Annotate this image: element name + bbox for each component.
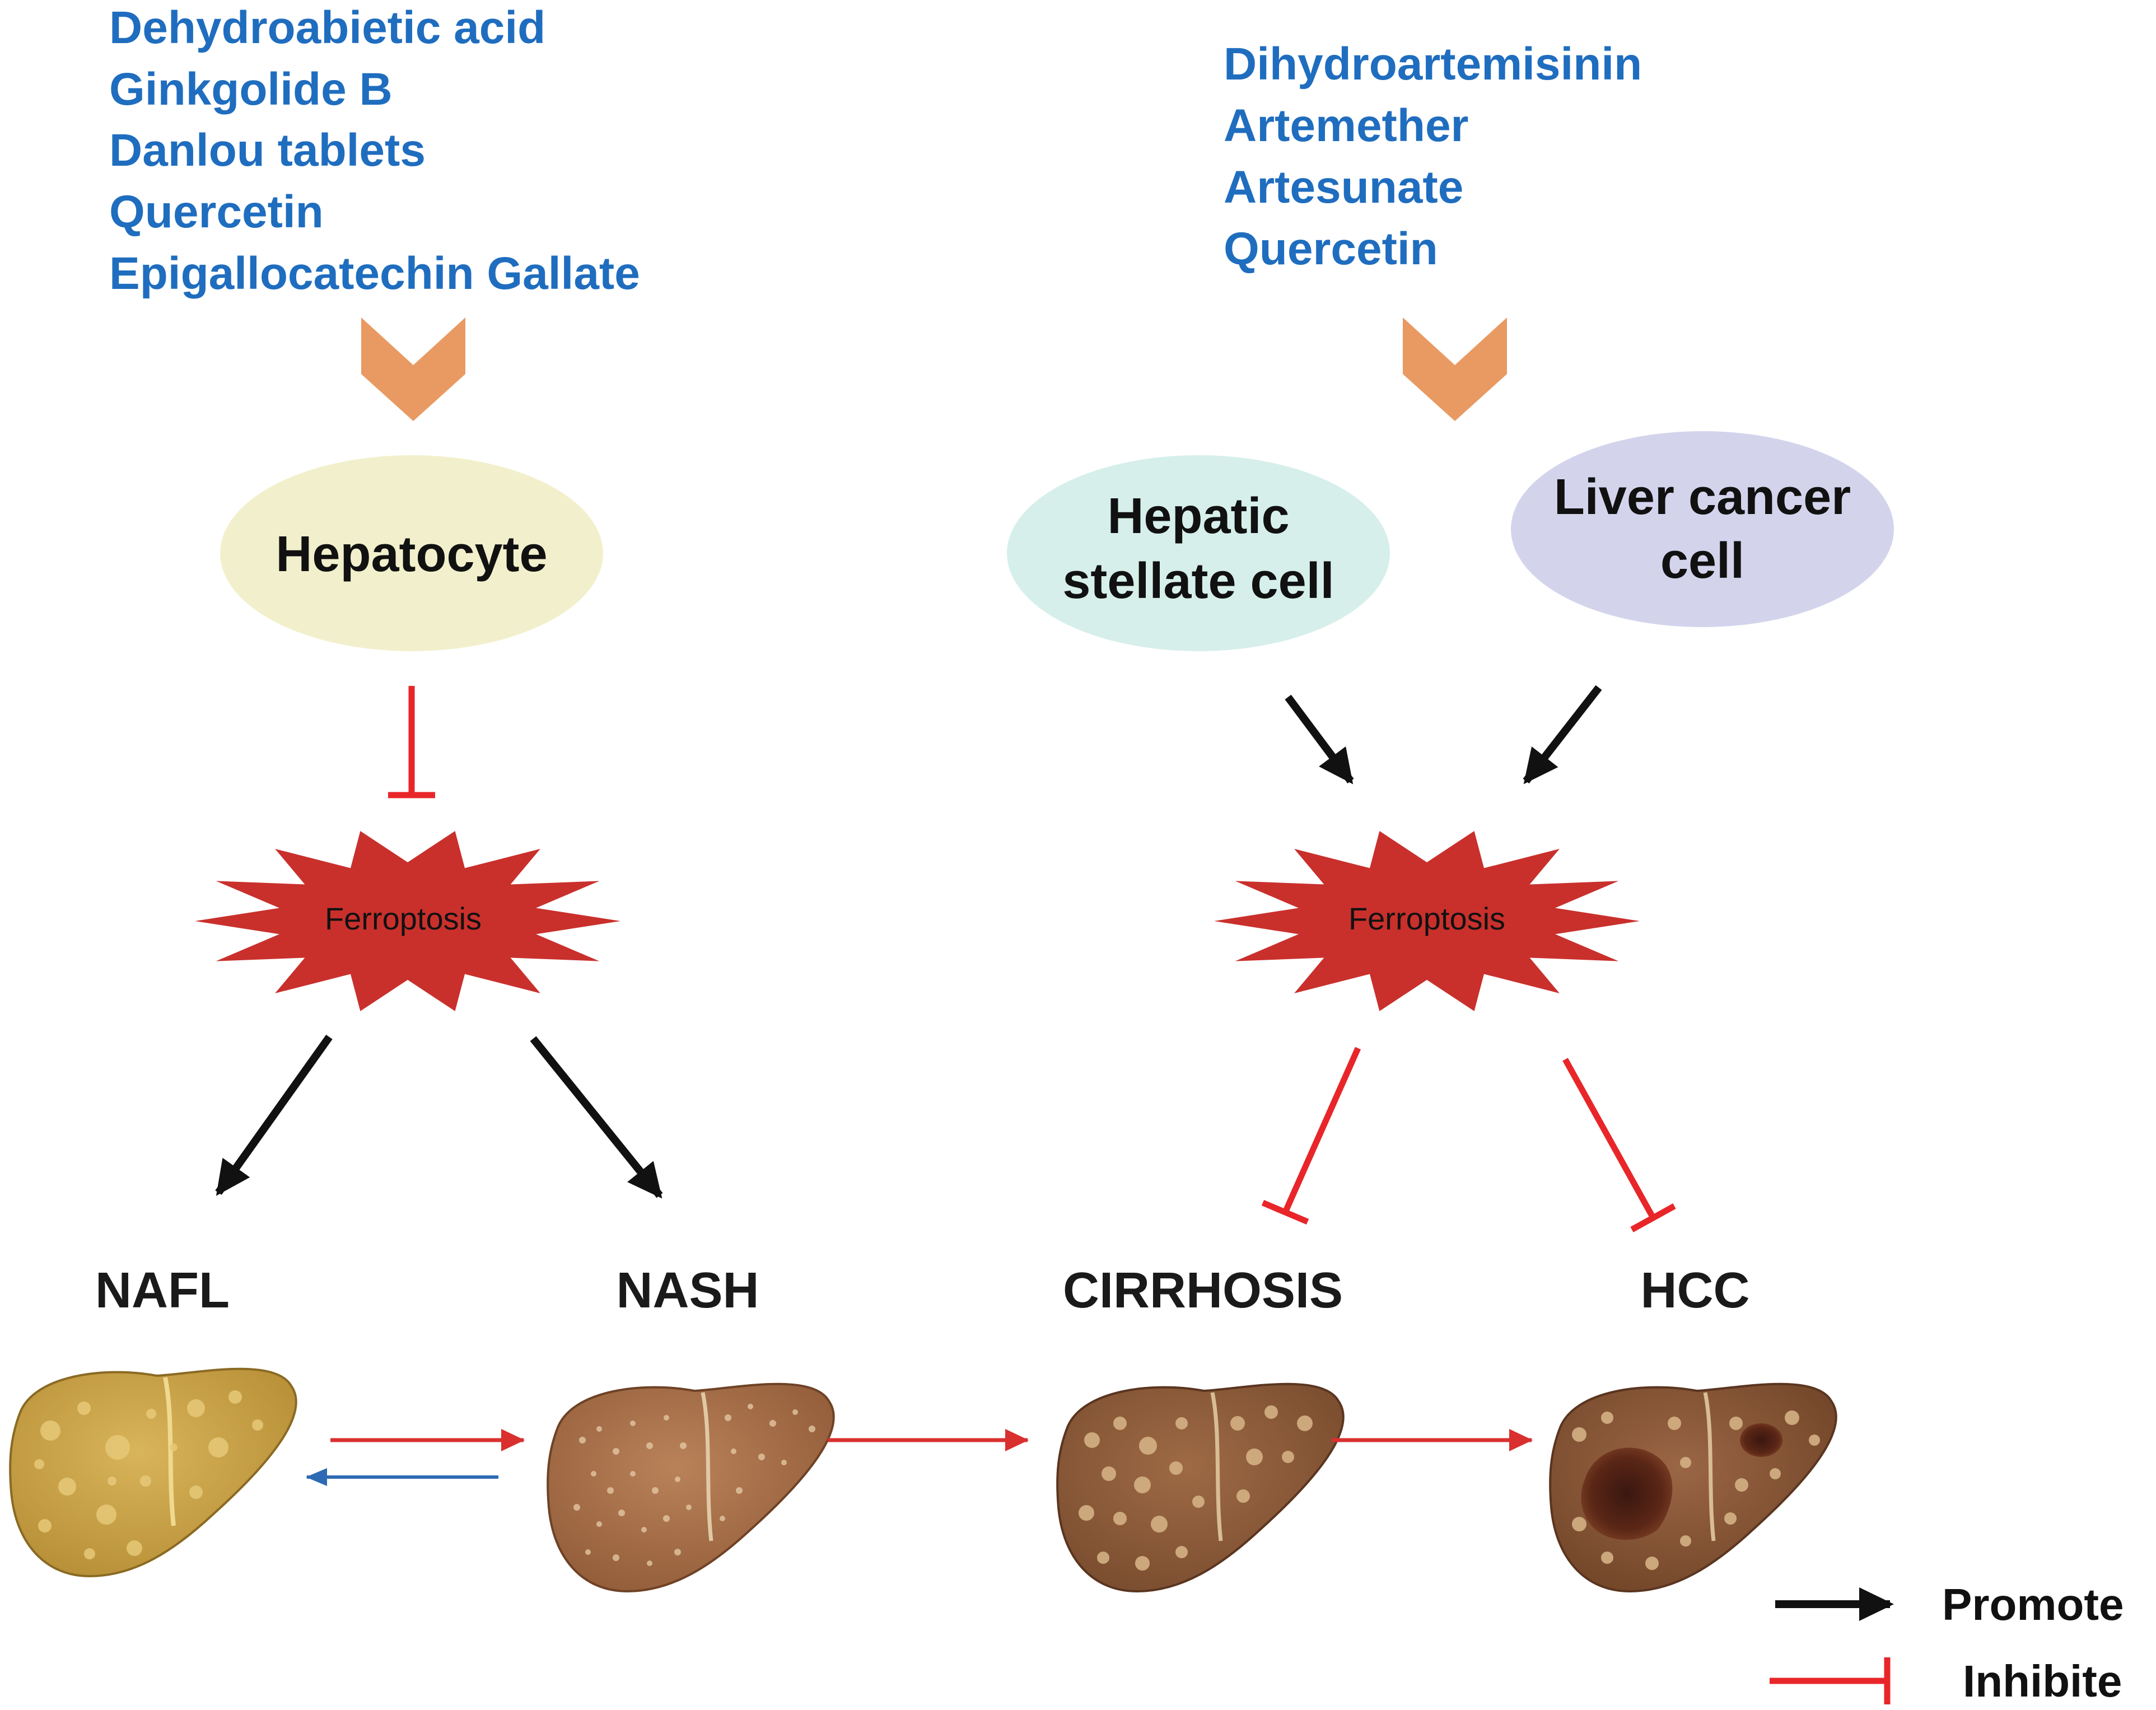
left-drug-1: Dehydroabietic acid (109, 2, 545, 53)
cancer-promote-arrow (1523, 685, 1602, 784)
stage-label-nafl: NAFL (95, 1263, 230, 1319)
legend: Promote Inhibite (1770, 1580, 2124, 1706)
stellate-promote-arrow (1285, 694, 1354, 784)
cancer-label-line1: Liver cancer (1554, 469, 1851, 525)
liver-cirrhosis-icon (1056, 1382, 1345, 1593)
legend-inhibit-arrow-icon (1770, 1657, 1891, 1704)
stage-label-nash: NASH (616, 1263, 759, 1319)
right-ferroptosis-label: Ferroptosis (1348, 901, 1505, 936)
right-ferroptosis-burst-icon (1214, 831, 1640, 1011)
ferroptosis-to-nash-arrow (530, 1036, 663, 1199)
left-ferroptosis-label: Ferroptosis (325, 901, 482, 936)
right-drug-1: Dihydroartemisinin (1224, 39, 1642, 90)
liver-cancer-cell-ellipse (1511, 431, 1894, 627)
liver-nafl-icon (9, 1367, 297, 1578)
cancer-label-line2: cell (1660, 533, 1744, 589)
left-drug-5: Epigallocatechin Gallate (109, 248, 640, 299)
hepatocyte-ellipse (220, 455, 603, 651)
left-ferroptosis-burst-icon (195, 831, 620, 1011)
left-drug-4: Quercetin (109, 186, 324, 237)
left-drug-2: Ginkgolide B (109, 64, 393, 115)
stellate-cell-ellipse (1007, 455, 1390, 651)
ferroptosis-inhibit-cirrhosis-arrow (1261, 1046, 1361, 1225)
right-drug-3: Artesunate (1224, 162, 1463, 213)
legend-promote-label: Promote (1942, 1580, 2124, 1629)
stellate-label-line1: Hepatic (1107, 488, 1289, 544)
stellate-label-line2: stellate cell (1062, 553, 1334, 609)
right-chevron-icon (1403, 317, 1507, 421)
liver-nash-icon (547, 1382, 835, 1593)
left-chevron-icon (361, 317, 465, 421)
liver-hcc-icon (1549, 1382, 1837, 1593)
left-drug-3: Danlou tablets (109, 125, 426, 176)
left-drug-list: Dehydroabietic acid Ginkgolide B Danlou … (109, 2, 640, 299)
right-drug-list: Dihydroartemisinin Artemether Artesunate… (1224, 39, 1642, 274)
legend-inhibite-label: Inhibite (1963, 1656, 2122, 1706)
hepatocyte-label: Hepatocyte (276, 526, 547, 582)
hepatocyte-inhibit-arrow (388, 686, 435, 798)
ferroptosis-to-nafl-arrow (215, 1034, 333, 1196)
stage-label-hcc: HCC (1641, 1263, 1750, 1319)
ferroptosis-inhibit-hcc-arrow (1562, 1058, 1676, 1232)
right-drug-2: Artemether (1224, 100, 1468, 151)
stage-label-cirrhosis: CIRRHOSIS (1063, 1263, 1343, 1319)
right-drug-4: Quercetin (1224, 223, 1438, 274)
